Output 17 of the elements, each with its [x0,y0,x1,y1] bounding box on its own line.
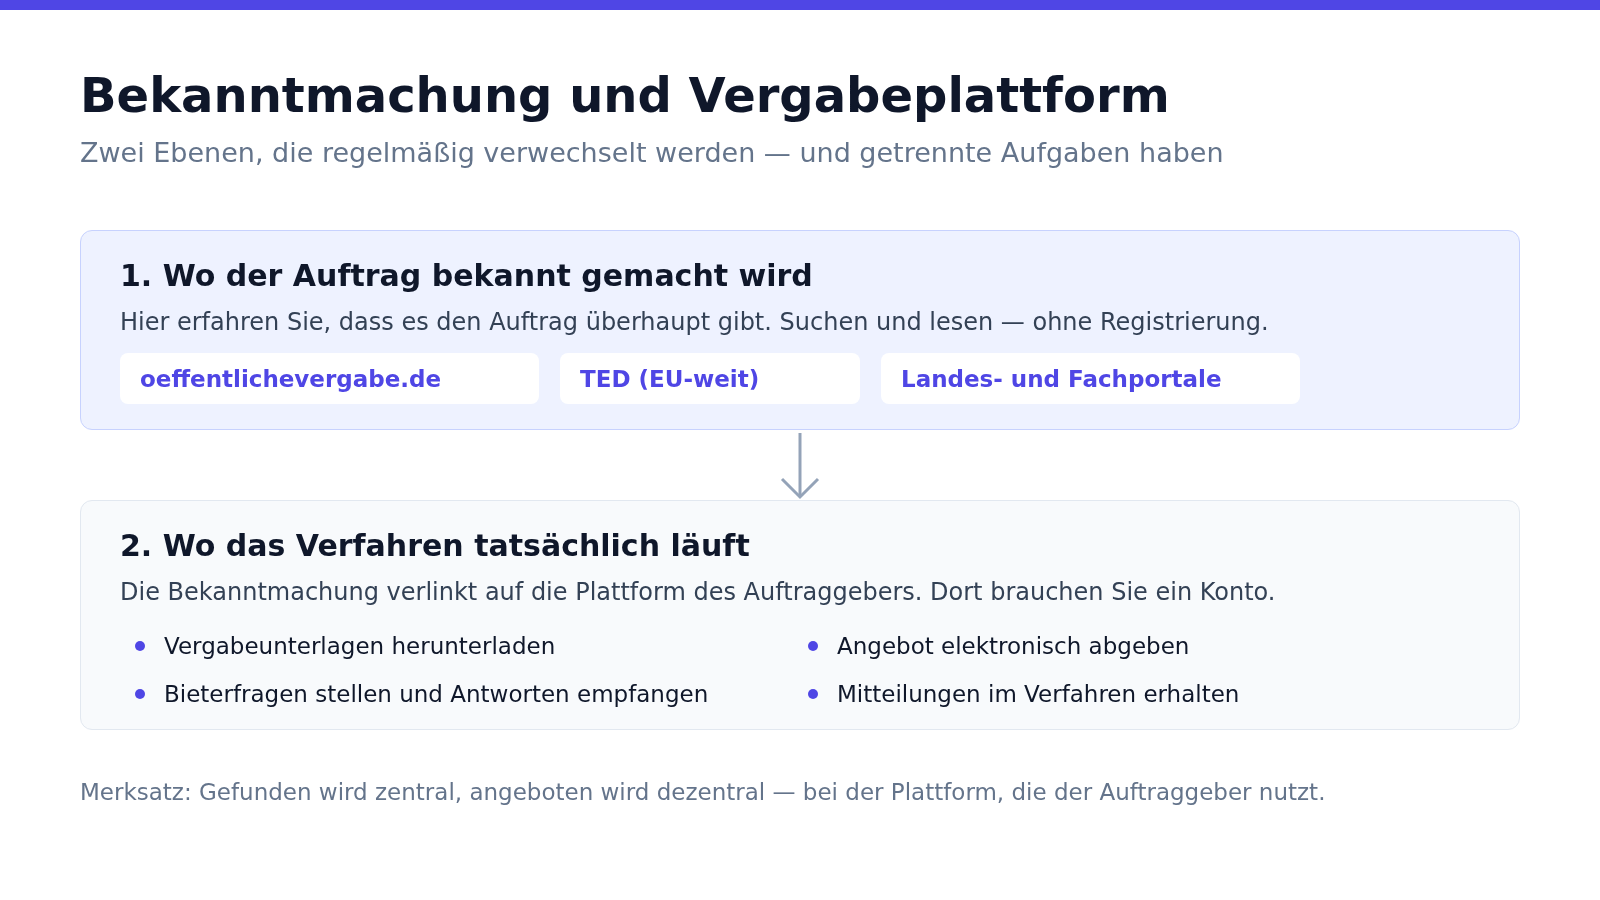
list-item-text: Angebot elektronisch abgeben [837,632,1190,661]
portal-tag: Landes- und Fachportale [881,353,1300,404]
list-item-text: Bieterfragen stellen und Antworten empfangen [164,680,709,709]
panel-description: Die Bekanntmachung verlinkt auf die Plattform des Auftraggebers. Dort brauchen Sie ein Konto. [120,577,1276,607]
panel-description: Hier erfahren Sie, dass es den Auftrag überhaupt gibt. Suchen und lesen — ohne Registrierung. [120,307,1269,337]
page-title: Bekanntmachung und Vergabeplattform [80,67,1170,123]
subtitle: Zwei Ebenen, die regelmäßig verwechselt werden — und getrennte Aufgaben haben [80,137,1224,169]
list-item-text: Vergabeunterlagen herunterladen [164,632,556,661]
list-item-text: Mitteilungen im Verfahren erhalten [837,680,1240,709]
section-panel [80,500,1520,730]
panel-heading: 1. Wo der Auftrag bekannt gemacht wird [120,258,813,294]
portal-tag: TED (EU-weit) [560,353,860,404]
panel-heading: 2. Wo das Verfahren tatsächlich läuft [120,528,750,564]
portal-tag: oeffentlichevergabe.de [120,353,539,404]
caption-note: Merksatz: Gefunden wird zentral, angeboten wird dezentral — bei der Plattform, die der Auftraggeber nutzt. [80,778,1326,807]
section-panel [80,230,1520,430]
arrow [780,433,820,499]
